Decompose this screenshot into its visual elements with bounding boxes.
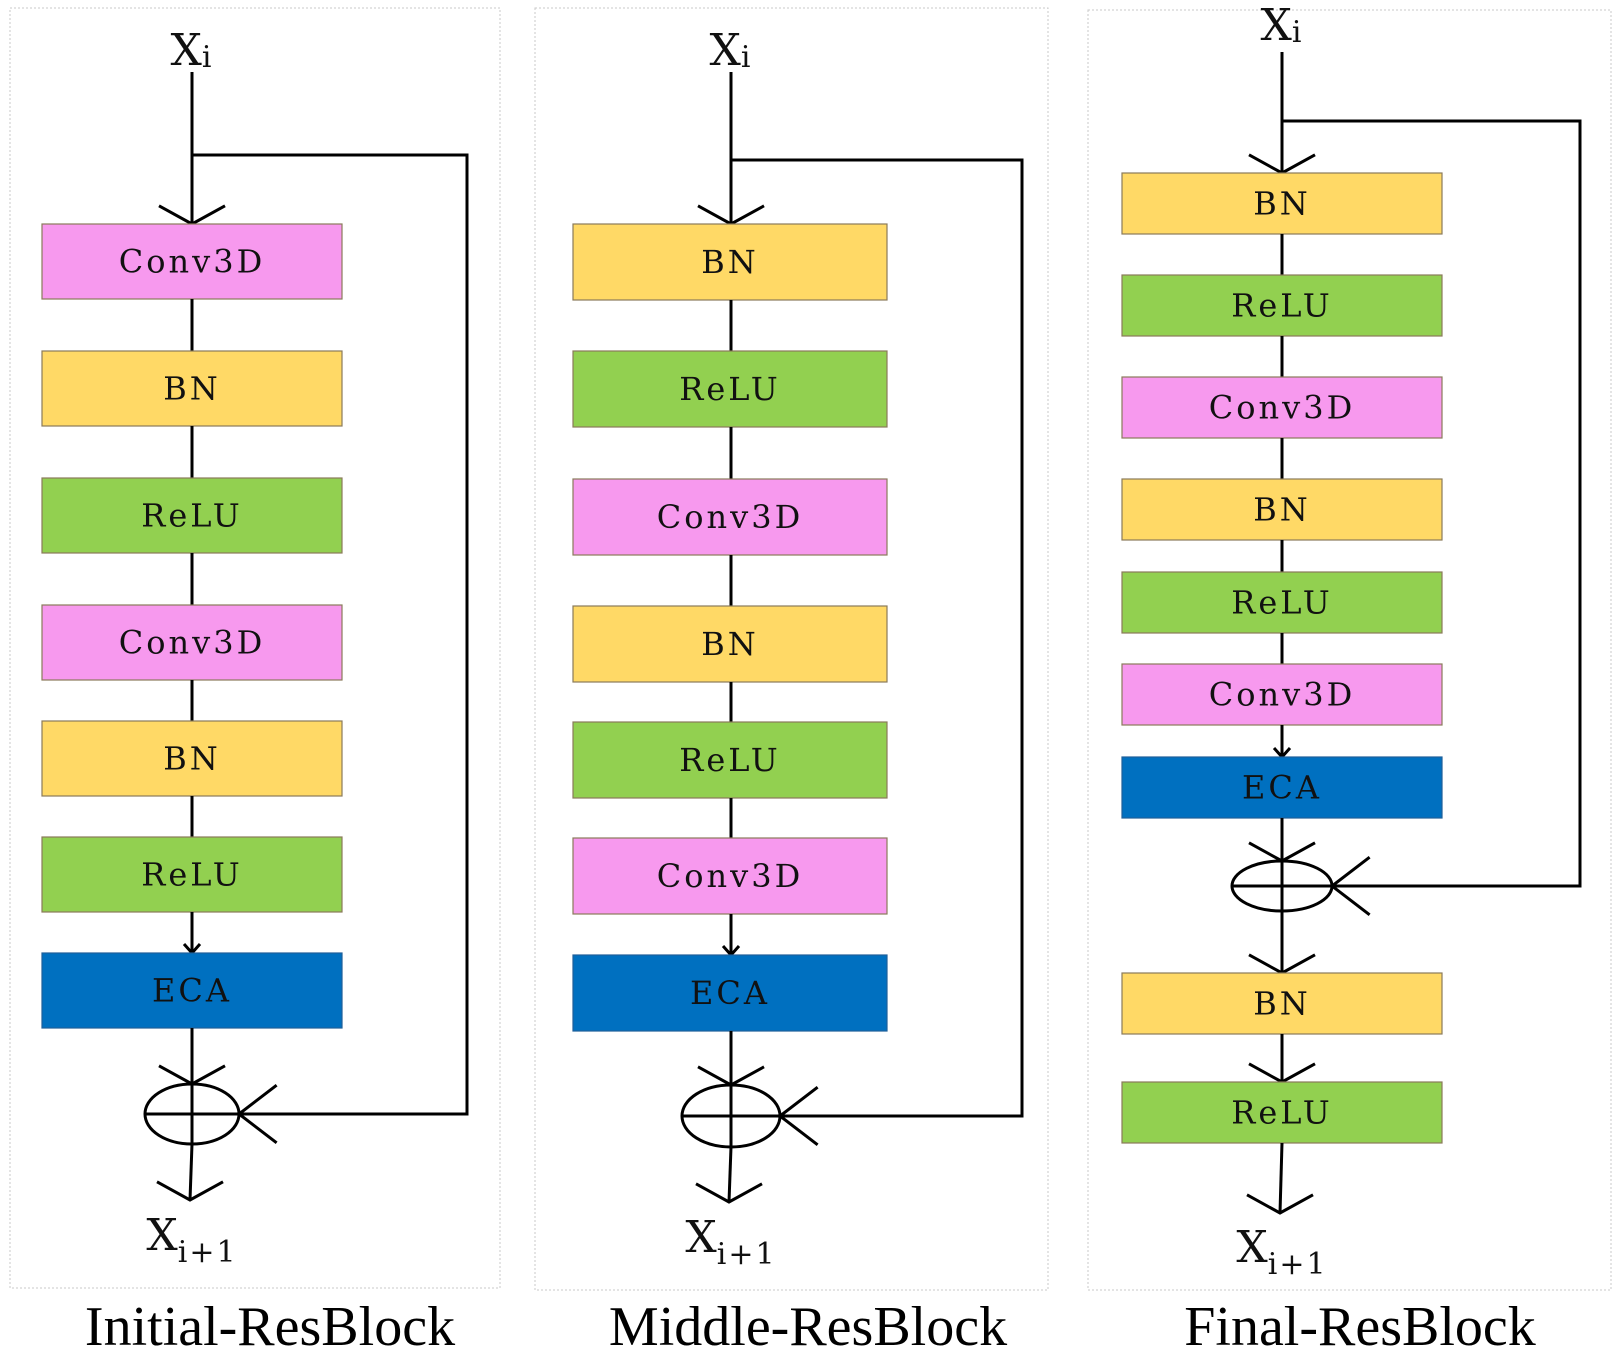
layer-box — [41, 952, 343, 1029]
layer-box — [1121, 571, 1443, 634]
layer-label: ReLU — [679, 370, 781, 408]
layer-label: BN — [1253, 491, 1311, 529]
layer-node-relu: ReLU — [1121, 571, 1443, 634]
layer-label: Conv3D — [1209, 676, 1355, 714]
layer-node-relu: ReLU — [1121, 274, 1443, 337]
panel-frame — [534, 7, 1049, 1291]
input-label: Xi — [171, 25, 214, 76]
layer-label: ReLU — [1231, 584, 1333, 622]
layer-node-eca: ECA — [572, 954, 888, 1032]
output-line — [188, 1143, 194, 1201]
layer-node-relu: ReLU — [572, 350, 888, 428]
layer-label: ECA — [1242, 769, 1322, 807]
layer-node-bn: BN — [1121, 478, 1443, 541]
layer-label: Conv3D — [657, 857, 803, 895]
layer-label: ReLU — [679, 741, 781, 779]
panel-frame — [1087, 9, 1612, 1291]
layer-box — [572, 721, 888, 799]
output-line — [727, 1146, 733, 1203]
layer-label: BN — [701, 625, 759, 663]
layer-node-bn: BN — [41, 720, 343, 797]
add-operator-icon — [680, 1083, 782, 1149]
layer-box — [1121, 972, 1443, 1035]
layer-box — [572, 605, 888, 683]
add-operator-icon — [1230, 859, 1334, 913]
output-label: Xi+1 — [146, 1210, 237, 1270]
layer-label: BN — [1253, 185, 1311, 223]
layer-node-conv3d: Conv3D — [1121, 663, 1443, 726]
layer-node-relu: ReLU — [572, 721, 888, 799]
output-label: Xi+1 — [685, 1212, 776, 1272]
input-label: Xi — [710, 25, 753, 76]
arrowhead-icon — [1246, 1193, 1314, 1215]
panel-caption: Middle-ResBlock — [609, 1296, 1007, 1356]
layer-node-eca: ECA — [41, 952, 343, 1029]
layer-label: ECA — [152, 972, 232, 1010]
panel-caption: Initial-ResBlock — [85, 1296, 455, 1356]
layer-box — [572, 223, 888, 301]
layer-box — [572, 954, 888, 1032]
input-label: Xi — [1261, 0, 1304, 51]
add-operator-icon — [143, 1082, 241, 1146]
layer-box — [41, 477, 343, 554]
layer-node-conv3d: Conv3D — [1121, 376, 1443, 439]
layer-label: Conv3D — [119, 624, 265, 662]
skip-connection-line — [1282, 119, 1582, 888]
layer-label: ReLU — [141, 856, 243, 894]
layer-box — [1121, 756, 1443, 819]
layer-node-bn: BN — [572, 605, 888, 683]
layer-node-conv3d: Conv3D — [572, 478, 888, 556]
skip-connection-line — [192, 153, 469, 1116]
layer-box — [41, 604, 343, 681]
layer-label: BN — [163, 370, 221, 408]
skip-connection-line — [731, 158, 1024, 1118]
layer-label: ECA — [690, 974, 770, 1012]
layer-node-bn: BN — [1121, 172, 1443, 235]
panel-frame — [9, 7, 501, 1289]
layer-label: Conv3D — [1209, 389, 1355, 427]
arrowhead-icon — [156, 1180, 224, 1202]
layer-label: BN — [163, 740, 221, 778]
layer-node-relu: ReLU — [1121, 1081, 1443, 1144]
layer-label: ReLU — [1231, 287, 1333, 325]
layer-node-conv3d: Conv3D — [572, 837, 888, 915]
layer-box — [572, 478, 888, 556]
layer-box — [41, 223, 343, 300]
layer-label: Conv3D — [119, 243, 265, 281]
layer-node-bn: BN — [572, 223, 888, 301]
layer-box — [41, 836, 343, 913]
layer-label: ReLU — [1231, 1094, 1333, 1132]
layer-box — [1121, 376, 1443, 439]
layer-node-relu: ReLU — [41, 836, 343, 913]
layer-node-bn: BN — [41, 350, 343, 427]
layer-box — [1121, 172, 1443, 235]
layer-label: BN — [701, 243, 759, 281]
layer-box — [41, 350, 343, 427]
layer-label: BN — [1253, 985, 1311, 1023]
layer-node-conv3d: Conv3D — [41, 223, 343, 300]
layer-label: Conv3D — [657, 498, 803, 536]
layer-box — [1121, 663, 1443, 726]
layer-box — [572, 837, 888, 915]
layer-node-conv3d: Conv3D — [41, 604, 343, 681]
output-label: Xi+1 — [1236, 1222, 1327, 1282]
layer-box — [1121, 1081, 1443, 1144]
layer-node-eca: ECA — [1121, 756, 1443, 819]
layer-box — [572, 350, 888, 428]
arrowhead-icon — [695, 1182, 763, 1204]
layer-node-relu: ReLU — [41, 477, 343, 554]
layer-node-bn: BN — [1121, 972, 1443, 1035]
layer-label: ReLU — [141, 497, 243, 535]
output-line — [1278, 1142, 1284, 1214]
panel-caption: Final-ResBlock — [1184, 1296, 1536, 1356]
